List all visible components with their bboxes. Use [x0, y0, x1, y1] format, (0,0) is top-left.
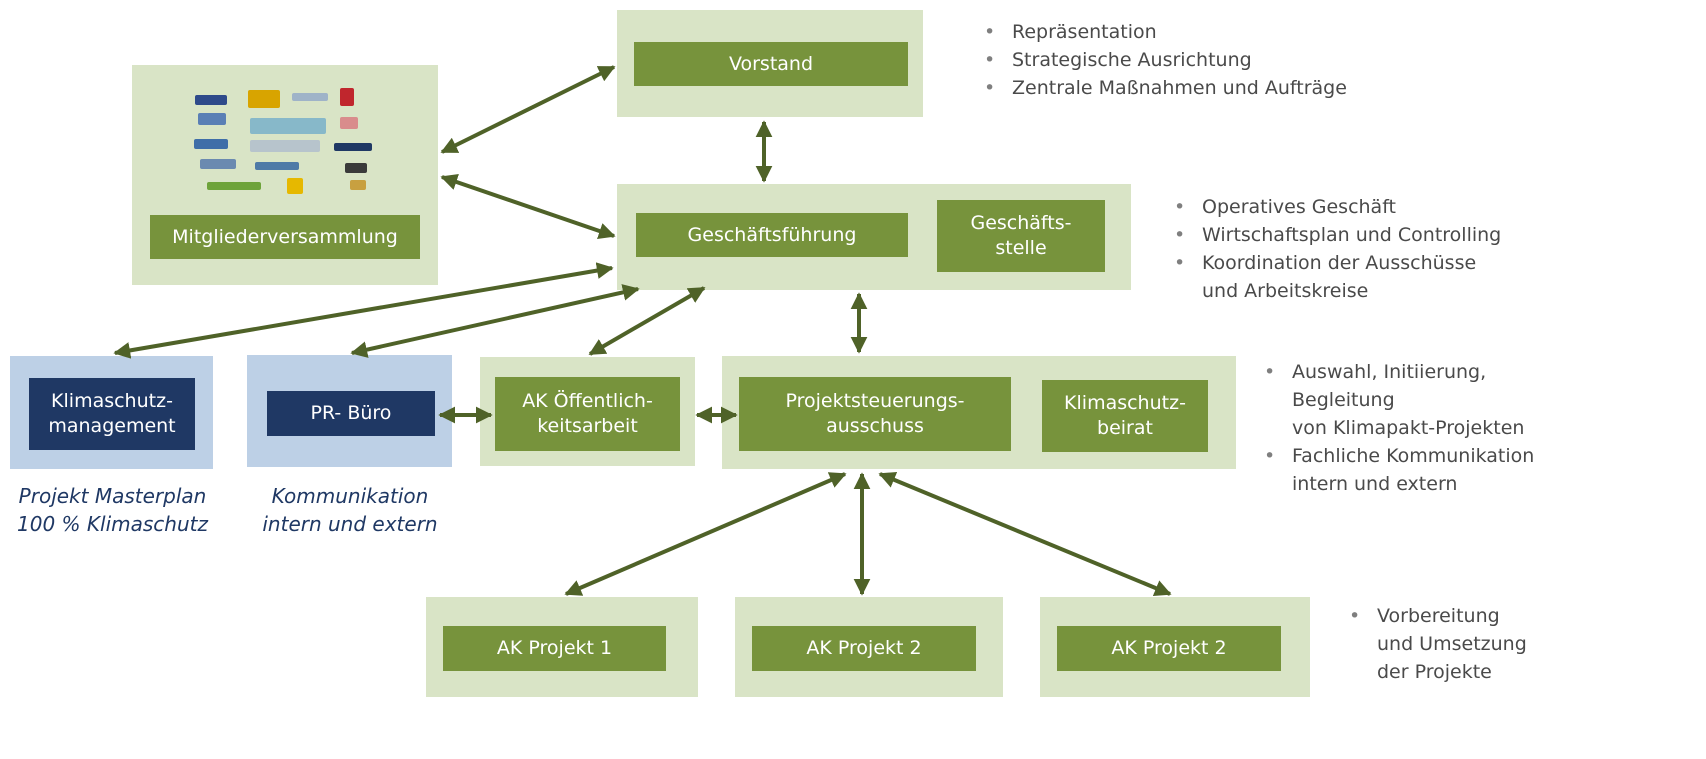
member-logo: [250, 140, 320, 152]
geschaeftsfuehrung-box: Geschäftsführung: [636, 213, 908, 257]
bullet-item: Zentrale Maßnahmen und Aufträge: [980, 74, 1400, 102]
klimaschutzmanagement-caption: Projekt Masterplan 100 % Klimaschutz: [17, 484, 208, 536]
arrow-mitglieder-vorstand: [440, 65, 616, 154]
arrow-geschaeftsfuehrung-pr-buero: [350, 284, 640, 358]
member-logo: [195, 95, 227, 105]
member-logo: [248, 90, 280, 108]
member-logo: [207, 182, 261, 190]
bullet-item: Repräsentation: [980, 18, 1400, 46]
member-logo: [340, 117, 358, 129]
member-logo: [340, 88, 354, 106]
member-logo: [250, 118, 326, 134]
klimaschutzbeirat-box: Klimaschutz- beirat: [1042, 380, 1208, 452]
mitgliederversammlung-box: Mitgliederversammlung: [150, 215, 420, 259]
member-logo: [255, 162, 299, 170]
arrow-geschaeftsfuehrung-ak-oeffentlichkeitsarbeit: [588, 286, 706, 356]
ak-projekt-1-box: AK Projekt 1: [443, 626, 666, 671]
klimaschutzmanagement-box: Klimaschutz- management: [29, 378, 195, 450]
arrow-projektsteuerung-ak-projekt-1: [564, 472, 847, 596]
bullet-item: Operatives Geschäft: [1170, 193, 1570, 221]
projektsteuerung-bullets: Auswahl, Initiierung, Begleitung von Kli…: [1260, 358, 1680, 498]
pr-buero-box: PR- Büro: [267, 391, 435, 436]
member-logo: [350, 180, 366, 190]
vorstand-bullets: Repräsentation Strategische Ausrichtung …: [980, 18, 1400, 102]
ak-projekt-2a-box: AK Projekt 2: [752, 626, 976, 671]
geschaeftsfuehrung-bullets: Operatives Geschäft Wirtschaftsplan und …: [1170, 193, 1570, 305]
bullet-item: Fachliche Kommunikation intern und exter…: [1260, 442, 1680, 498]
bullet-item: Koordination der Ausschüsse und Arbeitsk…: [1170, 249, 1570, 305]
vorstand-box: Vorstand: [634, 42, 908, 86]
member-logo: [345, 163, 367, 173]
arrow-mitglieder-geschaeftsfuehrung: [440, 173, 616, 240]
member-logo: [287, 178, 303, 194]
ak-projekte-bullets: Vorbereitung und Umsetzung der Projekte: [1345, 602, 1645, 686]
arrow-projektsteuerung-ak-projekt-2b: [878, 472, 1172, 596]
geschaeftsstelle-box: Geschäfts- stelle: [937, 200, 1105, 272]
ak-projekt-2b-box: AK Projekt 2: [1057, 626, 1281, 671]
bullet-item: Vorbereitung und Umsetzung der Projekte: [1345, 602, 1645, 686]
member-logo: [194, 139, 228, 149]
ak-oeffentlichkeitsarbeit-box: AK Öffentlich- keitsarbeit: [495, 377, 680, 451]
bullet-item: Wirtschaftsplan und Controlling: [1170, 221, 1570, 249]
pr-buero-caption: Kommunikation intern und extern: [262, 484, 438, 536]
bullet-item: Auswahl, Initiierung, Begleitung von Kli…: [1260, 358, 1680, 442]
member-logo: [334, 143, 372, 151]
bullet-item: Strategische Ausrichtung: [980, 46, 1400, 74]
member-logo: [200, 159, 236, 169]
projektsteuerungsausschuss-box: Projektsteuerungs- ausschuss: [739, 377, 1011, 451]
member-logo: [292, 93, 328, 101]
member-logo: [198, 113, 226, 125]
